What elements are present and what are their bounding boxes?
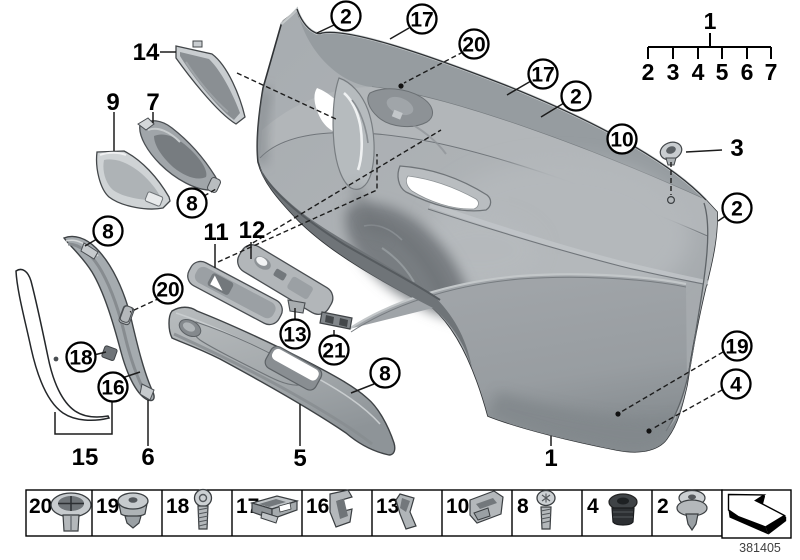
- svg-text:10: 10: [610, 129, 633, 152]
- svg-text:5: 5: [293, 445, 306, 472]
- svg-text:7: 7: [765, 59, 778, 85]
- svg-text:3: 3: [730, 135, 743, 162]
- svg-text:2: 2: [657, 495, 669, 518]
- svg-text:15: 15: [72, 444, 99, 471]
- svg-text:1: 1: [704, 8, 717, 34]
- svg-text:2: 2: [570, 86, 582, 109]
- svg-text:20: 20: [462, 34, 485, 57]
- svg-text:18: 18: [69, 347, 93, 370]
- svg-text:17: 17: [531, 64, 554, 87]
- svg-text:14: 14: [133, 39, 160, 66]
- svg-text:20: 20: [156, 279, 179, 302]
- svg-text:8: 8: [102, 221, 114, 244]
- svg-text:13: 13: [376, 495, 399, 518]
- svg-text:13: 13: [283, 324, 306, 347]
- svg-text:9: 9: [106, 89, 119, 116]
- svg-text:4: 4: [692, 59, 705, 85]
- svg-text:17: 17: [410, 9, 433, 32]
- svg-text:10: 10: [446, 495, 469, 518]
- svg-text:7: 7: [146, 89, 159, 116]
- svg-text:16: 16: [101, 377, 124, 400]
- svg-text:19: 19: [96, 495, 119, 518]
- svg-text:8: 8: [379, 363, 391, 386]
- svg-text:12: 12: [239, 217, 266, 244]
- svg-text:18: 18: [166, 495, 190, 518]
- svg-text:1: 1: [544, 445, 557, 472]
- svg-text:3: 3: [667, 59, 680, 85]
- svg-text:8: 8: [186, 193, 198, 216]
- svg-text:21: 21: [322, 340, 346, 363]
- svg-text:11: 11: [203, 219, 228, 246]
- svg-text:8: 8: [517, 495, 529, 518]
- svg-text:2: 2: [340, 6, 352, 29]
- svg-text:4: 4: [730, 374, 742, 397]
- svg-text:6: 6: [741, 59, 754, 85]
- svg-text:381405: 381405: [739, 541, 781, 555]
- svg-text:5: 5: [716, 59, 729, 85]
- svg-text:16: 16: [306, 495, 329, 518]
- svg-text:4: 4: [587, 495, 599, 518]
- svg-text:19: 19: [725, 336, 748, 359]
- svg-text:2: 2: [731, 198, 743, 221]
- svg-text:20: 20: [29, 495, 52, 518]
- svg-text:2: 2: [642, 59, 655, 85]
- svg-text:6: 6: [141, 444, 154, 471]
